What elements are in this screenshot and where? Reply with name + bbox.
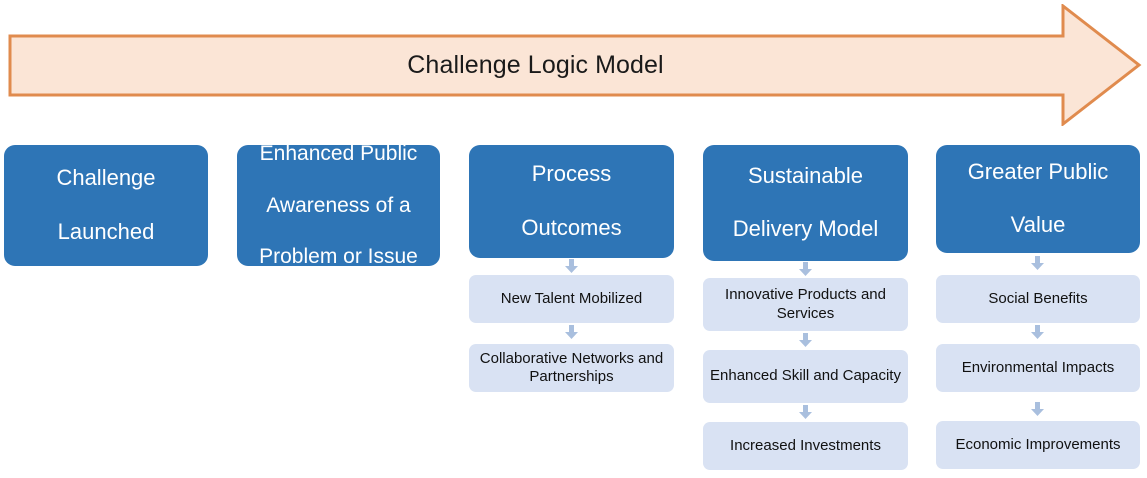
sub-box-social-benefits[interactable]: Social Benefits <box>936 275 1140 323</box>
sub-box-label: Economic Improvements <box>955 435 1121 453</box>
down-arrow-icon <box>1031 402 1044 416</box>
sub-box-environmental-impacts[interactable]: Environmental Impacts <box>936 344 1140 392</box>
banner-arrow: Challenge Logic Model <box>8 4 1142 126</box>
banner-arrow-shape <box>8 4 1142 126</box>
sub-box-label: Innovative Products and Services <box>725 286 886 322</box>
down-arrow-icon <box>799 262 812 276</box>
down-arrow-icon <box>1031 256 1044 270</box>
sub-box-economic-improvements[interactable]: Economic Improvements <box>936 421 1140 469</box>
down-arrow-icon <box>565 259 578 273</box>
sub-box-label: New Talent Mobilized <box>500 289 643 307</box>
sub-box-innovative-products-and-services[interactable]: Innovative Products and Services <box>703 278 908 331</box>
down-arrow-icon <box>799 333 812 347</box>
down-arrow-icon <box>565 325 578 339</box>
sub-box-label: Collaborative Networks and Partnerships <box>479 349 664 385</box>
sub-box-collaborative-networks-and-partnerships[interactable]: Collaborative Networks and Partnerships <box>469 344 674 392</box>
sub-box-label: Environmental Impacts <box>961 358 1115 376</box>
sub-box-increased-investments[interactable]: Increased Investments <box>703 422 908 470</box>
down-arrow-icon <box>1031 325 1044 339</box>
sub-box-new-talent-mobilized[interactable]: New Talent Mobilized <box>469 275 674 323</box>
sub-box-label: Social Benefits <box>988 289 1088 307</box>
page-title: Challenge Logic Model <box>407 50 664 79</box>
sub-box-label: Enhanced Skill and Capacity <box>710 367 901 385</box>
sub-box-label: Increased Investments <box>730 436 881 454</box>
down-arrow-icon <box>799 405 812 419</box>
sub-box-enhanced-skill-and-capacity[interactable]: Enhanced Skill and Capacity <box>703 350 908 403</box>
